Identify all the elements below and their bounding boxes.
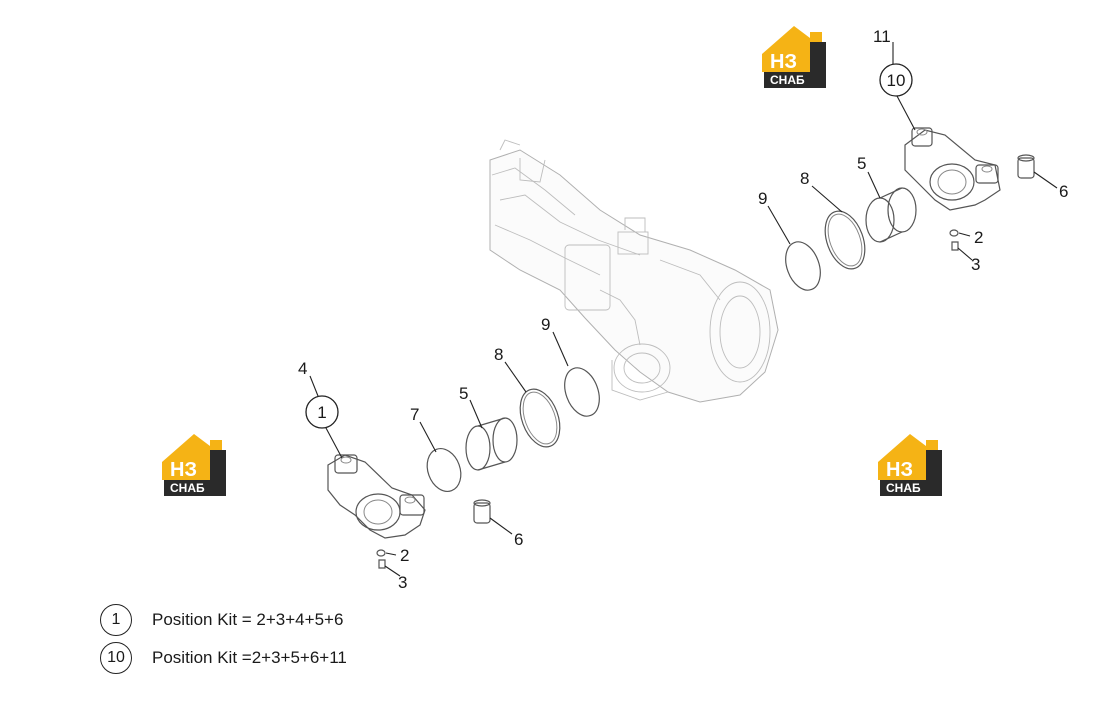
right-hub-bracket	[904, 127, 1001, 211]
callout-right-9: 9	[758, 189, 767, 208]
logo-watermark-left: НЗ СНАБ	[162, 434, 226, 496]
legend-text: Position Kit = 2+3+4+5+6	[152, 610, 344, 629]
legend-number: 10	[107, 649, 125, 666]
callout-circle-1	[305, 395, 339, 429]
callout-right-5: 5	[857, 154, 866, 173]
callout-11: 11	[873, 27, 891, 46]
left-ring-9	[564, 367, 600, 417]
callout-left-9: 9	[541, 315, 550, 334]
callout-left-1: 1	[317, 403, 326, 422]
callout-10: 10	[887, 71, 906, 90]
callout-left-5: 5	[459, 384, 468, 403]
legend-row-kit-1: 1 Position Kit = 2+3+4+5+6	[100, 602, 347, 638]
svg-text:СНАБ: СНАБ	[170, 481, 205, 495]
left-bearing-5	[465, 417, 518, 471]
svg-text:СНАБ: СНАБ	[886, 481, 921, 495]
callout-right-8: 8	[800, 169, 809, 188]
right-bolt-2-3	[949, 229, 959, 251]
legend-number-circle: 1	[100, 604, 132, 636]
logo-watermark-top: НЗ СНАБ	[762, 26, 826, 88]
legend-row-kit-10: 10 Position Kit =2+3+5+6+11	[100, 640, 347, 676]
logo-watermark-right: НЗ СНАБ	[878, 434, 942, 496]
callout-right-2: 2	[974, 228, 983, 247]
callout-left-7: 7	[410, 405, 419, 424]
callout-right-6: 6	[1059, 182, 1068, 201]
right-seal-8	[824, 210, 866, 270]
svg-text:НЗ: НЗ	[170, 459, 197, 481]
left-hub-bracket	[327, 454, 426, 539]
svg-text:НЗ: НЗ	[886, 459, 913, 481]
left-seal-8-inner	[522, 391, 558, 445]
right-bearing-5	[865, 187, 917, 243]
legend-number: 1	[111, 611, 121, 628]
legend-number-circle: 10	[100, 642, 132, 674]
axle-housing	[489, 139, 779, 403]
callout-left-6: 6	[514, 530, 523, 549]
left-seal-8	[519, 388, 561, 448]
callout-left-2: 2	[400, 546, 409, 565]
leader-lines	[309, 42, 1058, 577]
callout-circle-10	[879, 63, 913, 97]
right-ring-9	[785, 241, 821, 291]
kit-legend: 1 Position Kit = 2+3+4+5+6 10 Position K…	[100, 602, 347, 678]
right-bushing-6	[1017, 154, 1035, 179]
callout-left-4: 4	[298, 359, 307, 378]
callout-left-8: 8	[494, 345, 503, 364]
legend-text: Position Kit =2+3+5+6+11	[152, 648, 347, 667]
right-seal-8-inner	[827, 213, 863, 267]
svg-text:НЗ: НЗ	[770, 51, 797, 73]
callout-right-3: 3	[971, 255, 980, 274]
callout-left-3: 3	[398, 573, 407, 592]
left-bolt-2-3	[376, 549, 386, 569]
left-ring-7	[426, 448, 462, 492]
left-bushing-6	[473, 499, 491, 524]
svg-text:СНАБ: СНАБ	[770, 73, 805, 87]
